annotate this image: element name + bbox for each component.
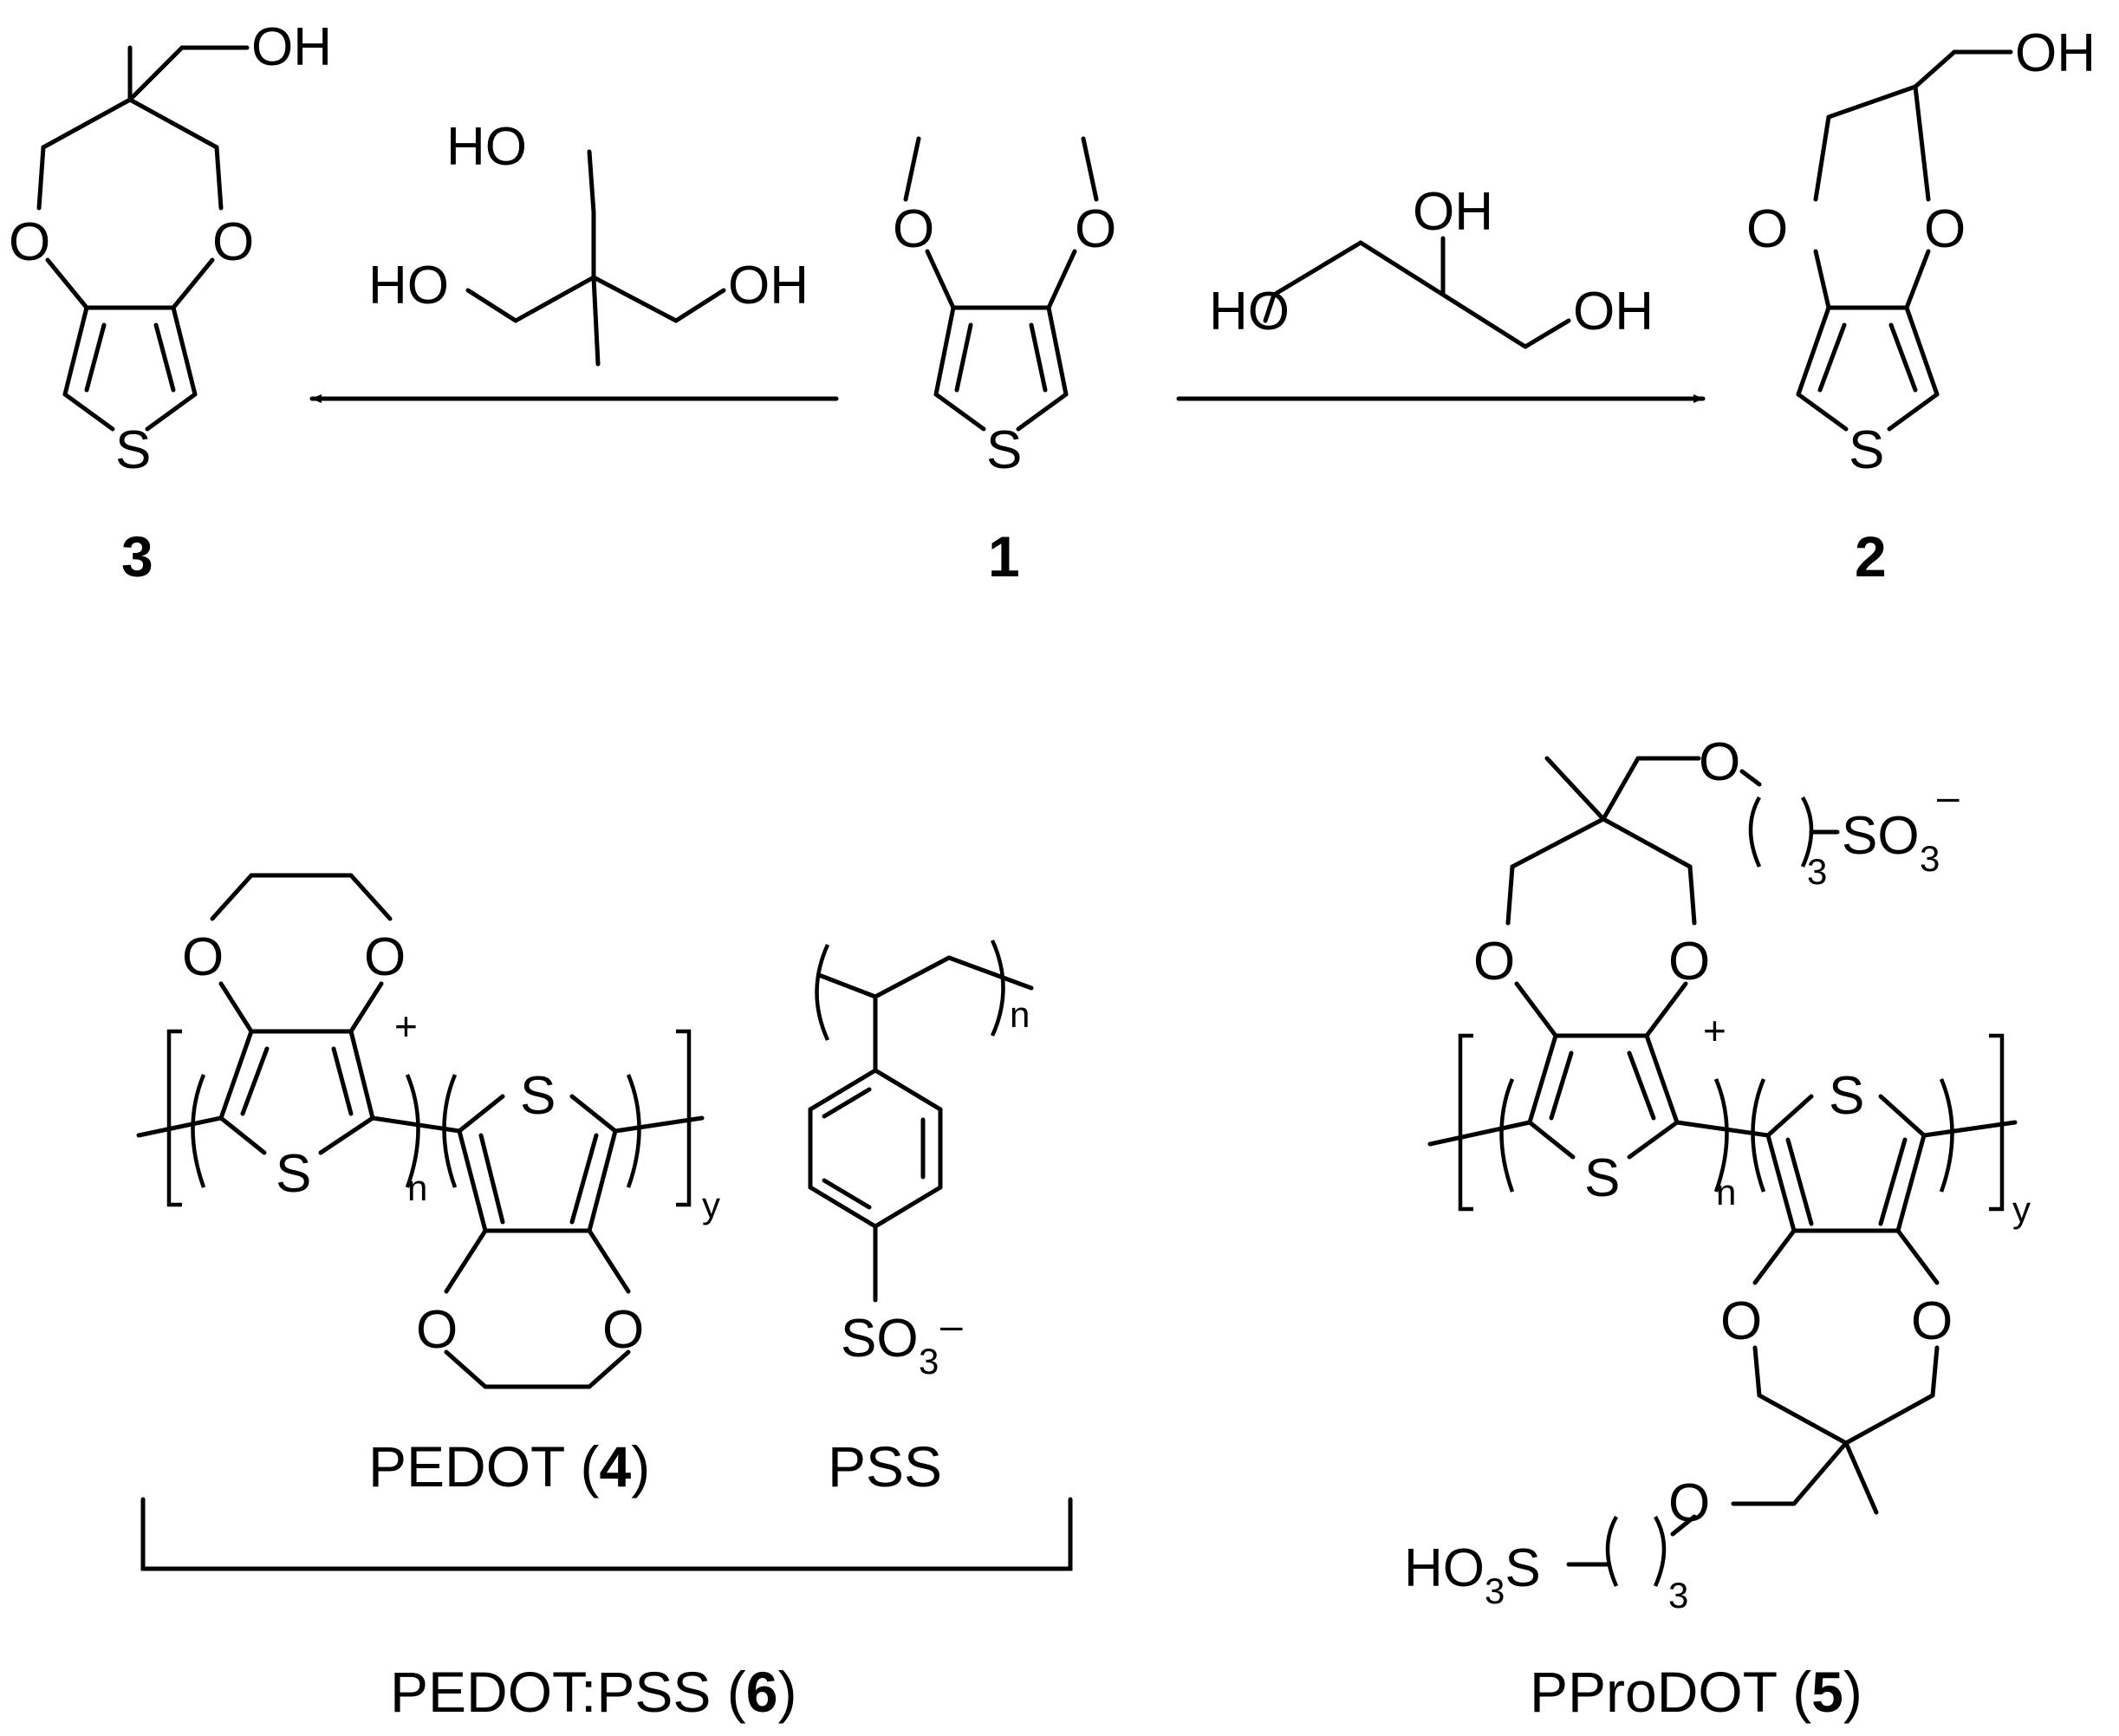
atom-o: O: [212, 212, 254, 272]
atom-o: O: [602, 1300, 644, 1360]
atom-o: O: [1075, 199, 1116, 259]
atom-o: O: [1924, 199, 1966, 259]
charge-plus: +: [394, 1004, 418, 1049]
pss-caption: PSS: [828, 1434, 942, 1499]
subscript-n: n: [1716, 1172, 1736, 1213]
atom-ho3s: HO3S: [1404, 1538, 1541, 1611]
atom-ho: HO: [446, 117, 527, 177]
atom-oh: OH: [2015, 23, 2096, 83]
atom-so: SO: [1842, 806, 1920, 866]
atom-o: O: [893, 199, 934, 259]
atom-s: S: [276, 1144, 311, 1204]
atom-s: S: [986, 420, 1022, 480]
atom-s: S: [1849, 420, 1884, 480]
charge-plus: +: [1703, 1008, 1726, 1053]
atom-o: O: [9, 212, 50, 272]
charge-minus: –: [1937, 774, 1960, 819]
atom-s: S: [1584, 1148, 1620, 1208]
pedot-caption: PEDOT (4): [368, 1434, 650, 1499]
charge-minus: –: [940, 1303, 963, 1348]
pss-structure: n SO 3 –: [808, 940, 1034, 1382]
compound-3-structure: OH O O S: [9, 17, 332, 480]
pedot-structure: O O S + n S O O y: [136, 873, 720, 1389]
compound-2-structure: OH O O S: [1746, 23, 2096, 480]
subscript-3: 3: [919, 1341, 939, 1382]
compound-number: 2: [1855, 524, 1887, 588]
subscript-y: y: [702, 1185, 720, 1226]
atom-o: O: [1720, 1291, 1762, 1351]
atom-o: O: [1699, 732, 1740, 792]
atom-o: O: [1473, 932, 1515, 992]
atom-ho: HO: [368, 256, 449, 315]
compound-1-structure: O O S: [893, 136, 1116, 480]
atom-s: S: [520, 1066, 556, 1126]
compound-number: 1: [988, 524, 1020, 588]
pedot-pss-caption: PEDOT:PSS (6): [390, 1660, 796, 1724]
atom-oh: OH: [251, 17, 332, 77]
reagent-glycerol-right: OH HO OH: [1209, 182, 1654, 349]
atom-s: S: [1829, 1066, 1864, 1126]
atom-o: O: [364, 927, 406, 987]
pprodot-structure: O SO 3 – 3 O O S + n S y O O O HO3S 3: [1404, 732, 2031, 1616]
pprodot-caption: PProDOT (5): [1530, 1660, 1862, 1724]
subscript-3: 3: [1920, 838, 1940, 879]
atom-so: SO: [841, 1309, 919, 1369]
reagent-triol-left: HO HO OH: [368, 117, 809, 367]
atom-ho: HO: [1209, 282, 1290, 341]
atom-o: O: [416, 1300, 458, 1360]
subscript-y: y: [2012, 1189, 2031, 1230]
atom-o: O: [1746, 199, 1788, 259]
atom-s: S: [115, 420, 151, 480]
atom-o: O: [1668, 1473, 1710, 1533]
subscript-3: 3: [1668, 1575, 1688, 1616]
subscript-n: n: [407, 1167, 427, 1208]
atom-o: O: [182, 927, 224, 987]
subscript-n: n: [1010, 994, 1030, 1035]
atom-o: O: [1668, 932, 1710, 992]
atom-o: O: [1911, 1291, 1953, 1351]
subscript-3: 3: [1807, 851, 1827, 892]
pedot-pss-bracket: [140, 1497, 1073, 1571]
atom-oh: OH: [1413, 182, 1493, 242]
atom-oh: OH: [1573, 282, 1654, 341]
atom-oh: OH: [728, 256, 809, 315]
compound-number: 3: [121, 524, 153, 588]
